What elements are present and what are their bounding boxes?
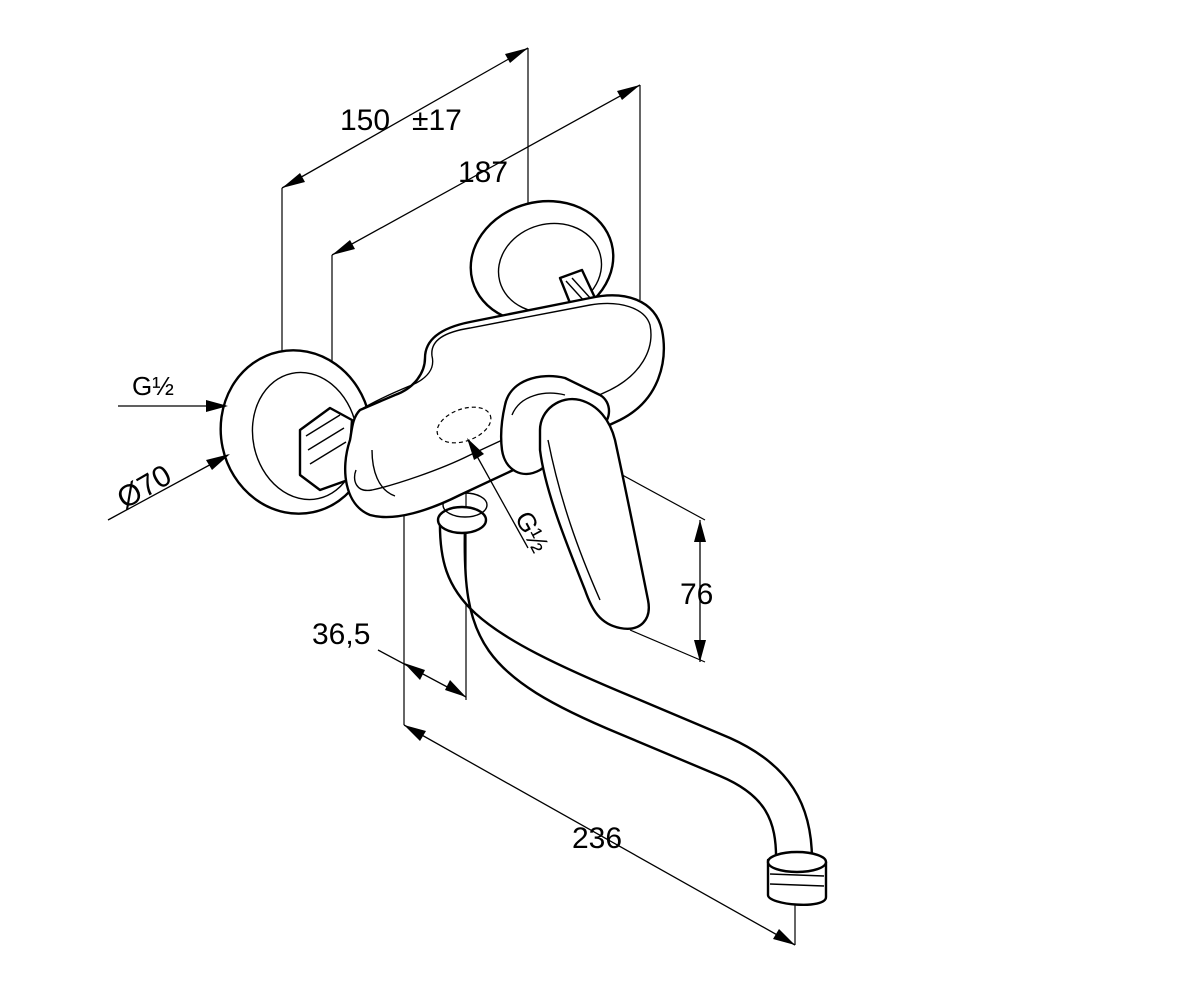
dim-diameter-label: Ø70 bbox=[112, 459, 178, 516]
dim-tolerance-label: ±17 bbox=[412, 104, 462, 137]
dim-76-label: 76 bbox=[680, 578, 713, 611]
dim-187-label: 187 bbox=[458, 156, 508, 189]
outlet-hidden-circle bbox=[436, 406, 492, 444]
dimension-lines bbox=[107, 47, 796, 946]
handle-lever bbox=[538, 397, 650, 630]
dim-150-label: 150 bbox=[340, 104, 390, 137]
rosette-left bbox=[219, 349, 373, 515]
rosette-right bbox=[469, 199, 615, 325]
lever-handle bbox=[500, 374, 650, 630]
dim-outlet-thread-label: G½ bbox=[509, 506, 555, 557]
spout bbox=[436, 492, 828, 906]
dim-inlet-thread-label: G½ bbox=[132, 371, 174, 401]
dim-36-5-label: 36,5 bbox=[312, 618, 370, 651]
dim-236-label: 236 bbox=[572, 822, 622, 855]
